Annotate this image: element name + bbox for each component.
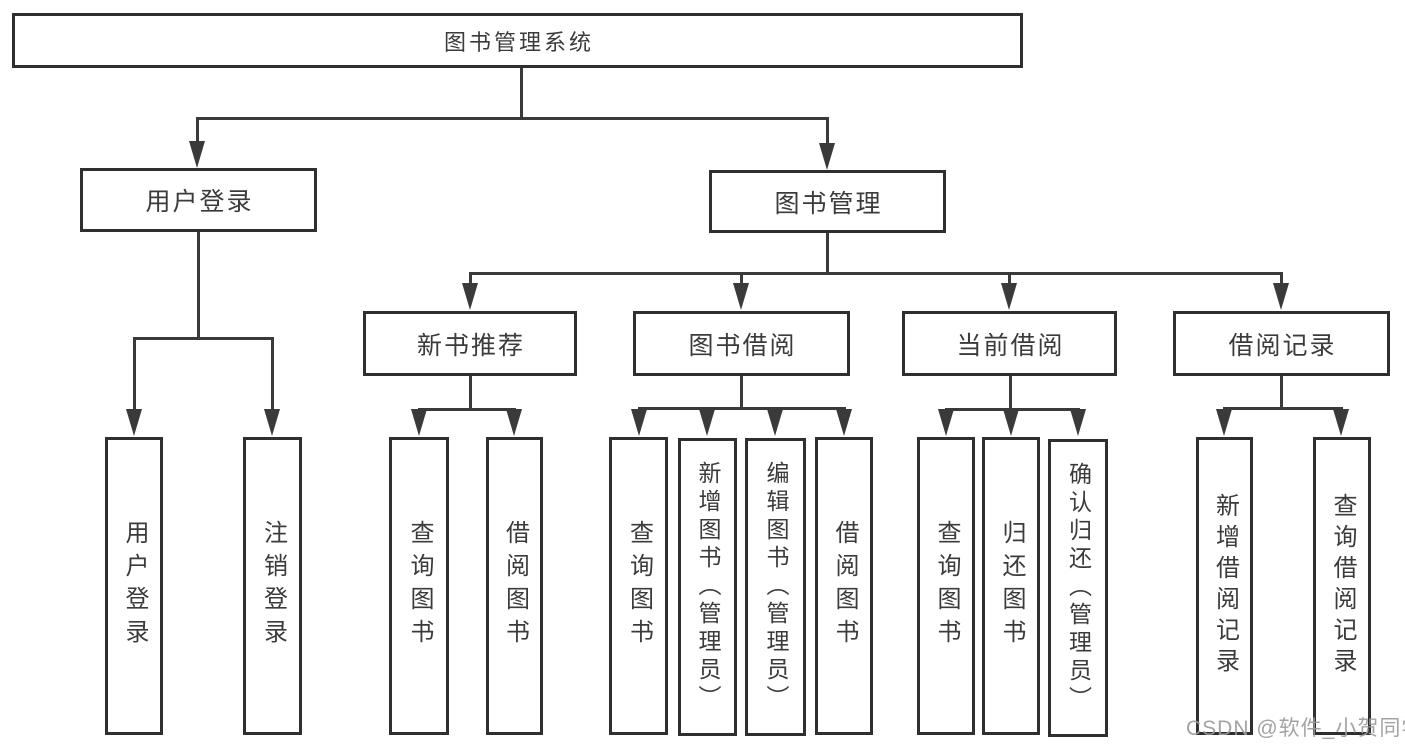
leaf-cb-confirm-return-admin: 确认归还（管理员） (1048, 439, 1108, 737)
arrow-down-icon (264, 409, 280, 436)
arrow-down-icon (699, 409, 715, 436)
arrow-down-icon (1333, 409, 1349, 436)
arrow-down-icon (767, 409, 783, 436)
node-book-management-label: 图书管理 (774, 189, 883, 218)
csdn-watermark: CSDN @软件_小贺同学 (1186, 717, 1405, 740)
node-book-borrow: 图书借阅 (633, 311, 850, 376)
leaf-br-add-record-label: 新增借阅记录 (1211, 493, 1239, 679)
leaf-logout: 注销登录 (243, 437, 302, 735)
node-root-label: 图书管理系统 (443, 29, 594, 55)
connector-book-borrow-rail (638, 407, 846, 410)
leaf-rec-borrow-book-label: 借阅图书 (501, 520, 529, 652)
leaf-cb-query-book: 查询图书 (917, 437, 975, 735)
leaf-rec-borrow-book: 借阅图书 (486, 437, 543, 735)
connector-shaft-user-login (196, 117, 199, 145)
connector-new-book-rec-stem (469, 376, 472, 408)
leaf-bb-add-book-admin: 新增图书（管理员） (678, 438, 737, 736)
connector-book-mgmt-stem (826, 233, 829, 272)
connector-shaft-new-book-rec (469, 272, 472, 286)
arrow-down-icon (411, 409, 427, 436)
arrow-down-icon (836, 409, 852, 436)
connector-user-login-stem (197, 232, 200, 337)
arrow-down-icon (1001, 283, 1017, 310)
arrow-down-icon (819, 143, 835, 170)
leaf-bb-borrow-book-label: 借阅图书 (831, 520, 858, 652)
leaf-br-query-record-label: 查询借阅记录 (1329, 493, 1356, 679)
leaf-cb-confirm-return-admin-label: 确认归还（管理员） (1065, 462, 1092, 714)
leaf-rec-query-book-label: 查询图书 (406, 520, 433, 652)
node-borrow-record: 借阅记录 (1173, 311, 1390, 376)
node-user-login: 用户登录 (80, 168, 317, 232)
node-book-management: 图书管理 (709, 170, 946, 233)
node-book-borrow-label: 图书借阅 (688, 331, 797, 360)
connector-shaft-borrow-record (1280, 272, 1283, 286)
connector-new-book-rec-rail (418, 408, 516, 411)
leaf-user-login-label: 用户登录 (121, 520, 148, 652)
arrow-down-icon (506, 409, 522, 436)
node-root-system: 图书管理系统 (12, 13, 1023, 68)
arrow-down-icon (1273, 283, 1289, 310)
node-new-book-recommend: 新书推荐 (363, 311, 577, 376)
node-new-book-recommend-label: 新书推荐 (416, 331, 525, 360)
leaf-bb-borrow-book: 借阅图书 (815, 437, 873, 735)
connector-current-borrow-stem (1009, 376, 1012, 408)
node-borrow-record-label: 借阅记录 (1228, 331, 1337, 360)
leaf-bb-add-book-admin-label: 新增图书（管理员） (695, 461, 721, 713)
arrow-down-icon (1216, 409, 1232, 436)
leaf-br-add-record: 新增借阅记录 (1196, 437, 1253, 735)
leaf-cb-return-book-label: 归还图书 (998, 520, 1025, 652)
arrow-down-icon (733, 283, 749, 310)
connector-borrow-record-stem (1280, 376, 1283, 407)
connector-root-rail (196, 117, 829, 120)
leaf-bb-edit-book-admin: 编辑图书（管理员） (745, 438, 806, 736)
connector-shaft-book-mgmt (826, 117, 829, 147)
leaf-user-login: 用户登录 (105, 437, 163, 735)
connector-borrow-record-rail (1223, 407, 1343, 410)
connector-shaft-leaf-logout (271, 337, 274, 412)
leaf-rec-query-book: 查询图书 (389, 437, 449, 735)
arrow-down-icon (189, 141, 205, 168)
arrow-down-icon (1070, 409, 1086, 436)
arrow-down-icon (126, 409, 142, 436)
arrow-down-icon (1003, 409, 1019, 436)
arrow-down-icon (462, 283, 478, 310)
leaf-br-query-record: 查询借阅记录 (1313, 437, 1371, 735)
leaf-logout-label: 注销登录 (259, 520, 287, 652)
connector-root-stem (520, 68, 523, 117)
arrow-down-icon (938, 409, 954, 436)
node-user-login-label: 用户登录 (145, 188, 254, 216)
leaf-cb-return-book: 归还图书 (982, 437, 1040, 735)
node-current-borrow-label: 当前借阅 (956, 331, 1065, 360)
leaf-bb-query-book-label: 查询图书 (625, 520, 653, 652)
connector-shaft-book-borrow (740, 272, 743, 286)
connector-shaft-current-borrow (1008, 272, 1011, 286)
connector-user-login-rail (133, 337, 274, 340)
leaf-bb-query-book: 查询图书 (609, 437, 668, 735)
connector-shaft-leaf-login (133, 337, 136, 412)
leaf-bb-edit-book-admin-label: 编辑图书（管理员） (763, 461, 789, 713)
connector-book-mgmt-rail (469, 272, 1283, 275)
arrow-down-icon (631, 409, 647, 436)
leaf-cb-query-book-label: 查询图书 (933, 520, 960, 652)
node-current-borrow: 当前借阅 (902, 311, 1117, 376)
connector-book-borrow-stem (740, 376, 743, 407)
